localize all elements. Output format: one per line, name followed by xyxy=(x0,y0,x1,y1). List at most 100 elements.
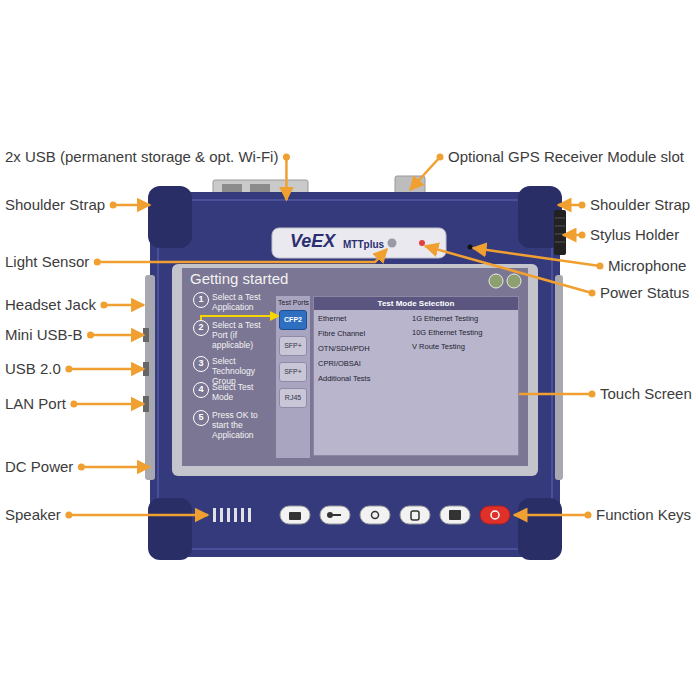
usb-slot xyxy=(222,184,242,192)
callout-label: Stylus Holder xyxy=(590,226,679,244)
lock-icon xyxy=(411,511,419,520)
brightness-icon xyxy=(372,512,379,519)
panel-heading: Test Ports xyxy=(278,299,309,307)
brand-logo: VeEX xyxy=(290,231,335,253)
callout-label: Speaker xyxy=(5,506,61,524)
callout-label: Function Keys xyxy=(596,506,691,524)
dialog-title: Test Mode Selection xyxy=(378,299,455,308)
leader-line xyxy=(473,248,600,266)
stylus-rib xyxy=(555,218,565,219)
side-panel xyxy=(555,275,563,480)
camera-icon xyxy=(289,512,301,520)
key-icon xyxy=(327,512,333,518)
callout-label: Light Sensor xyxy=(5,253,89,271)
bumper xyxy=(148,498,192,560)
speaker-grille xyxy=(248,508,251,522)
port-button: CFP2 xyxy=(279,310,307,330)
callout-label: Optional GPS Receiver Module slot xyxy=(448,148,684,166)
microphone xyxy=(468,245,473,250)
leader-line xyxy=(285,157,288,200)
model-name: MTTplus xyxy=(343,239,384,251)
step-text: Press OK to start the Application xyxy=(212,410,274,440)
step-number: 2 xyxy=(193,320,209,336)
step-digit: 5 xyxy=(198,412,203,422)
power-icon xyxy=(491,511,499,519)
step-number: 5 xyxy=(193,410,209,426)
side-panel xyxy=(145,275,155,480)
light-sensor xyxy=(388,239,397,248)
menu-item: OTN/SDH/PDH xyxy=(318,344,370,353)
speaker-grille xyxy=(213,508,216,522)
callout-label: LAN Port xyxy=(5,395,66,413)
leader-line xyxy=(69,368,144,371)
step-number: 1 xyxy=(193,292,209,308)
callout-label: Power Status xyxy=(600,284,689,302)
step-number: 3 xyxy=(193,356,209,372)
speaker-grille xyxy=(241,508,244,522)
power-key xyxy=(480,506,510,524)
function-key xyxy=(440,506,470,524)
device-body xyxy=(150,192,560,557)
leader-line xyxy=(104,304,144,307)
leader-line xyxy=(558,204,582,207)
logo-plate xyxy=(272,228,446,258)
speaker-grille xyxy=(220,508,223,522)
button-label: RJ45 xyxy=(285,394,301,401)
step-text: Select Test Mode xyxy=(212,382,274,402)
menu-item: Additional Tests xyxy=(318,374,370,383)
port-button: SFP+ xyxy=(279,362,307,382)
callout-label: Shoulder Strap xyxy=(590,196,690,214)
option-item: 10G Ethernet Testing xyxy=(412,328,482,337)
callout-label: 2x USB (permanent storage & opt. Wi-Fi) xyxy=(5,148,278,166)
ports-column xyxy=(276,296,310,458)
function-key xyxy=(280,506,310,524)
step-digit: 2 xyxy=(198,322,203,332)
key-icon xyxy=(333,514,341,516)
leader-line xyxy=(425,246,592,293)
bezel xyxy=(172,264,538,476)
option-item: V Route Testing xyxy=(412,342,465,351)
stylus-rib xyxy=(555,226,565,227)
callout-label: Microphone xyxy=(608,257,686,275)
function-key xyxy=(400,506,430,524)
button-label: CFP2 xyxy=(284,316,302,323)
callout-label: Shoulder Strap xyxy=(5,196,105,214)
step-digit: 4 xyxy=(198,384,203,394)
speaker-grille xyxy=(227,508,230,522)
port-button: SFP+ xyxy=(279,336,307,356)
step-digit: 1 xyxy=(198,294,203,304)
step-text: Select a Test Port (if applicable) xyxy=(212,320,274,350)
option-item: 1G Ethernet Testing xyxy=(412,314,478,323)
menu-item: Fibre Channel xyxy=(318,329,365,338)
leader-line xyxy=(97,249,387,262)
leader-line xyxy=(91,334,144,337)
menu-item: Ethernet xyxy=(318,314,346,323)
stylus-rib xyxy=(555,242,565,243)
callout-label: Headset Jack xyxy=(5,296,96,314)
leader-line xyxy=(81,466,150,469)
dialog-title-bar: Test Mode Selection xyxy=(314,297,518,310)
leader-line xyxy=(514,514,588,517)
function-key xyxy=(320,506,350,524)
step-digit: 3 xyxy=(198,358,203,368)
step-text: Select Technology Group xyxy=(212,356,274,386)
connector-arrow xyxy=(201,316,279,320)
leader-line xyxy=(410,157,440,190)
leader-line xyxy=(563,234,582,237)
leader-line xyxy=(74,403,144,406)
stylus-holder xyxy=(554,210,566,255)
step-number: 4 xyxy=(193,382,209,398)
leader-line xyxy=(113,204,150,207)
step-text: Select a Test Application xyxy=(212,292,274,312)
screen xyxy=(182,268,528,466)
leader-line xyxy=(69,514,208,517)
screen-icon xyxy=(489,274,503,288)
callout-label: Touch Screen xyxy=(600,385,692,403)
port-button: RJ45 xyxy=(279,388,307,408)
power-led xyxy=(419,240,425,246)
usb-slot xyxy=(250,184,270,192)
speaker-grille xyxy=(234,508,237,522)
button-label: SFP+ xyxy=(284,342,302,349)
